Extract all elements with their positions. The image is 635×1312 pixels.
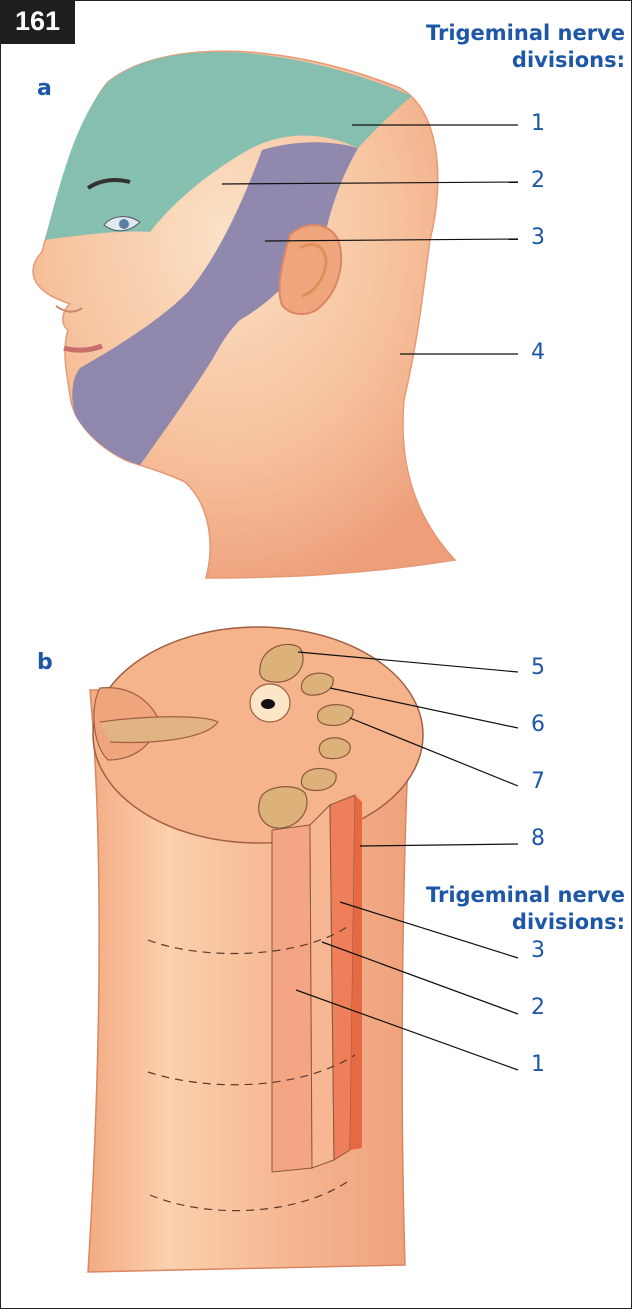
nucleus-upper bbox=[319, 738, 350, 759]
canal-lumen bbox=[261, 699, 275, 709]
iris bbox=[119, 219, 129, 229]
tract-division-1 bbox=[272, 825, 312, 1172]
brainstem-illustration bbox=[88, 627, 423, 1272]
head-illustration bbox=[33, 51, 455, 578]
